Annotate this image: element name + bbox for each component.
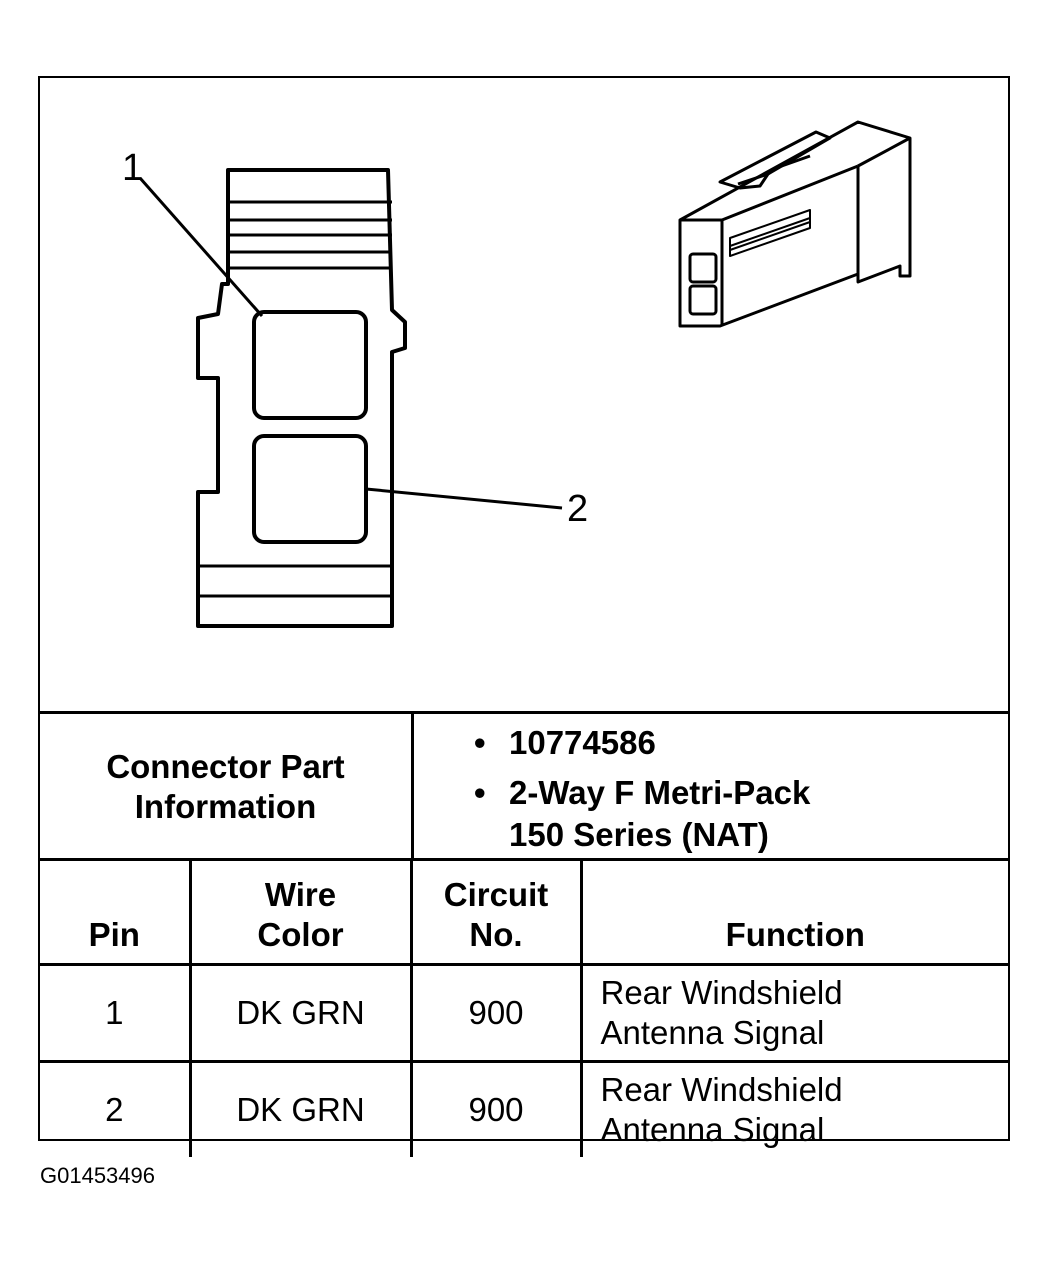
iso-pin-1-cavity — [688, 252, 718, 284]
bullet: • — [474, 724, 486, 761]
info-label-line-2: Information — [134, 788, 317, 825]
description-row: • 2-Way F Metri-Pack 150 Series (NAT) — [474, 772, 1008, 856]
circuit-cell: 900 — [411, 963, 583, 1062]
connector-face-outline — [196, 168, 407, 628]
header-pin: Pin — [40, 858, 192, 965]
part-number: 10774586 — [509, 724, 656, 761]
part-number-row: • 10774586 — [474, 722, 1008, 764]
wire-color-cell: DK GRN — [190, 963, 413, 1062]
connector-isometric-view — [678, 120, 912, 328]
iso-latch-tab — [737, 154, 811, 186]
pin-1-cavity — [252, 310, 368, 420]
pin-2-cavity — [252, 434, 368, 544]
connector-part-info-label: Connector Part Information — [40, 711, 414, 860]
description-line-2: 150 Series (NAT) — [509, 816, 769, 853]
iso-body-outline — [678, 120, 912, 328]
wire-color-cell: DK GRN — [190, 1060, 413, 1157]
diagram-frame: 1 2 Connector Part Information • 1077458… — [38, 76, 1010, 1157]
circuit-cell: 900 — [411, 1060, 583, 1157]
header-function: Function — [581, 858, 1008, 965]
iso-edge — [721, 164, 859, 222]
iso-pin-2-cavity — [688, 284, 718, 316]
iso-edge — [857, 136, 911, 168]
pin-1-leader-line — [138, 177, 264, 317]
connector-drawing — [138, 120, 912, 628]
description-line-1: 2-Way F Metri-Pack — [509, 774, 811, 811]
bullet: • — [474, 774, 486, 811]
iso-latch — [718, 130, 832, 190]
pin-cell: 2 — [40, 1060, 192, 1157]
pin-2-leader-line — [365, 487, 563, 510]
iso-slot-ribs — [729, 217, 811, 251]
callout-pin-2: 2 — [567, 488, 589, 530]
figure-id: G01453496 — [40, 1163, 155, 1188]
connector-face-view — [138, 168, 563, 628]
info-label-line-1: Connector Part — [106, 748, 345, 785]
connector-part-info-table: Connector Part Information • 10774586 • … — [40, 711, 1008, 860]
connector-part-info-values: • 10774586 • 2-Way F Metri-Pack 150 Seri… — [412, 711, 1008, 860]
pin-cell: 1 — [40, 963, 192, 1062]
callout-pin-1: 1 — [122, 147, 144, 189]
